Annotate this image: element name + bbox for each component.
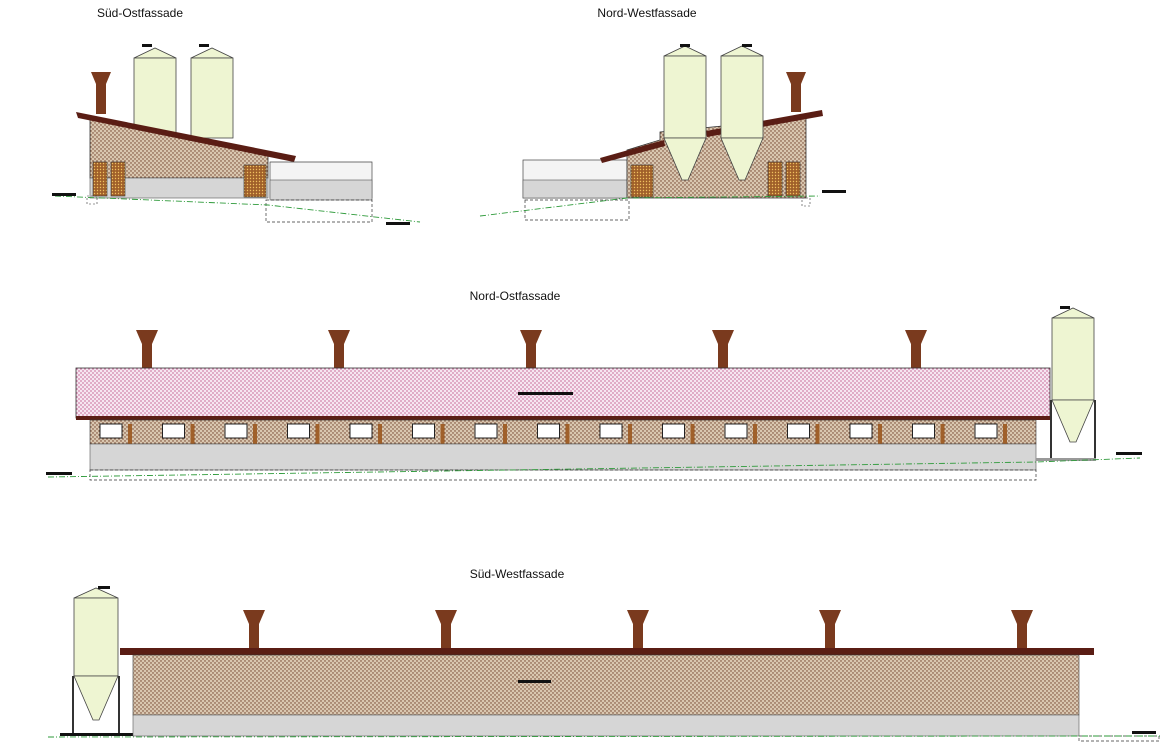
ventilator-stack — [712, 330, 734, 374]
foundation-outline — [265, 199, 373, 223]
ventilator-stack — [819, 610, 841, 650]
ground-line — [54, 195, 421, 223]
roof — [120, 648, 1094, 655]
ventilator-stack — [328, 330, 350, 374]
level-marker — [1116, 452, 1142, 455]
elevation-nord-west — [479, 44, 846, 221]
pillar — [940, 424, 945, 444]
pillar — [628, 424, 632, 444]
door — [630, 164, 654, 198]
ventilator-stack — [520, 330, 542, 374]
elevation-nord-ost — [46, 306, 1142, 481]
ventilator-stack — [1011, 610, 1033, 650]
ventilator-stack — [435, 610, 457, 650]
pillar — [753, 424, 757, 444]
window — [224, 423, 248, 439]
window — [912, 423, 935, 439]
door — [243, 164, 267, 198]
brick-wall — [132, 654, 1080, 716]
window — [349, 423, 373, 439]
pillar — [690, 424, 695, 444]
sign-plate — [518, 392, 573, 395]
level-marker — [822, 190, 846, 193]
ventilator-stack — [627, 610, 649, 650]
window — [849, 423, 873, 439]
view-title-nord-ost: Nord-Ostfassade — [470, 289, 561, 303]
foundation-outline — [1078, 735, 1160, 742]
level-marker — [52, 193, 76, 196]
level-marker — [386, 222, 410, 225]
pillar — [503, 424, 507, 444]
window — [787, 423, 810, 439]
sign-plate — [518, 680, 551, 683]
elevation-sued-ost — [52, 44, 421, 225]
window — [662, 423, 685, 439]
pillar — [1003, 424, 1007, 444]
view-title-sued-ost: Süd-Ostfassade — [97, 6, 183, 20]
ground-line — [47, 457, 1141, 478]
ventilator-stack — [243, 610, 265, 650]
ground-line — [479, 195, 821, 217]
door — [785, 161, 801, 197]
level-marker — [1132, 731, 1156, 734]
ventilator-stack — [91, 72, 111, 114]
window — [537, 423, 560, 439]
window — [474, 423, 498, 439]
pillar — [440, 424, 445, 444]
plinth — [89, 177, 269, 199]
roof — [76, 112, 296, 162]
pillar — [253, 424, 257, 444]
view-title-nord-west: Nord-Westfassade — [597, 6, 696, 20]
pillar — [378, 424, 382, 444]
silo — [1050, 306, 1096, 460]
window — [974, 423, 998, 439]
foundation-outline — [89, 469, 1037, 481]
silo — [133, 44, 177, 137]
roof — [600, 140, 665, 163]
pillar — [815, 424, 820, 444]
silo — [663, 44, 707, 181]
window — [599, 423, 623, 439]
silo — [720, 44, 764, 181]
view-title-sued-west: Süd-Westfassade — [470, 567, 565, 581]
window-row — [99, 423, 1007, 444]
foundation-outline — [524, 199, 630, 221]
level-marker — [46, 472, 72, 475]
door — [767, 161, 783, 197]
door — [92, 161, 108, 197]
window — [287, 423, 310, 439]
pillar — [315, 424, 320, 444]
window — [412, 423, 435, 439]
silo — [190, 44, 234, 139]
pillar — [878, 424, 882, 444]
ventilator-stack — [136, 330, 158, 374]
ventilator-stack — [786, 72, 806, 112]
window — [162, 423, 185, 439]
ventilator-stack — [905, 330, 927, 374]
silo — [72, 586, 120, 734]
pillar — [128, 424, 132, 444]
pillar — [565, 424, 570, 444]
plinth — [89, 443, 1037, 471]
pillar — [190, 424, 195, 444]
door — [110, 161, 126, 197]
ground-line — [47, 735, 1160, 738]
plinth — [132, 714, 1080, 737]
elevation-sued-west — [47, 586, 1160, 742]
window — [99, 423, 123, 439]
window — [724, 423, 748, 439]
